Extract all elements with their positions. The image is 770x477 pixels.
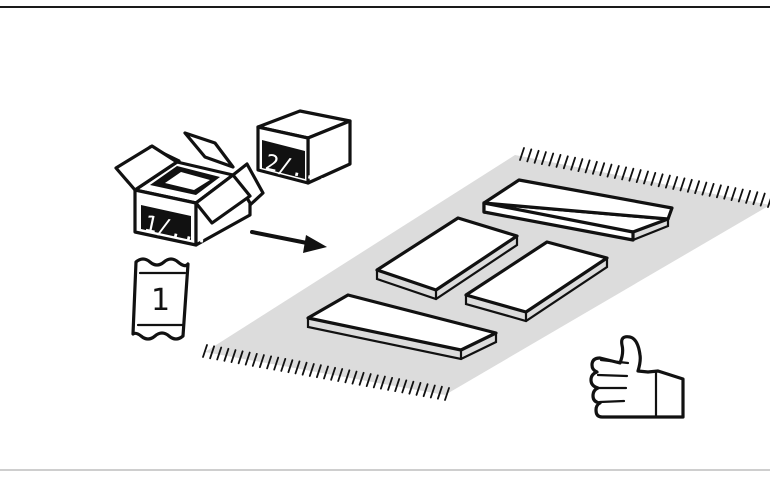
fringe-strand: [422, 383, 429, 398]
fringe-strand: [379, 375, 386, 390]
fringe-strand: [216, 346, 223, 361]
fringe-strand: [592, 160, 598, 175]
fringe-strand: [344, 369, 351, 384]
fringe-strand: [266, 355, 273, 370]
fringe-strand: [526, 148, 533, 163]
fringe-strand: [686, 178, 693, 193]
fringe-strand: [621, 166, 627, 181]
fringe-strand: [429, 384, 436, 399]
fringe-strand: [394, 378, 401, 393]
fringe-strand: [258, 354, 265, 369]
fringe-strand: [541, 151, 547, 166]
fringe-strand: [287, 359, 294, 374]
arrow-right-icon: [250, 230, 327, 253]
mat-fringe-bottom: [202, 344, 450, 401]
fringe-strand: [533, 149, 540, 164]
fringe-strand: [315, 364, 322, 379]
fringe-strand: [202, 344, 208, 358]
fringe-strand: [694, 180, 700, 195]
fringe-strand: [767, 198, 770, 208]
fringe-strand: [555, 153, 562, 168]
bag-label: 1: [151, 283, 170, 318]
fringe-strand: [737, 188, 744, 203]
fringe-strand: [635, 169, 642, 184]
fringe-strand: [337, 368, 344, 382]
fringe-strand: [308, 363, 315, 377]
fringe-strand: [665, 174, 671, 189]
fringe-strand: [280, 357, 287, 372]
fringe-strand: [570, 156, 576, 171]
fringe-strand: [584, 159, 591, 174]
panel-middle-right: [464, 240, 609, 323]
panel-top: [482, 178, 674, 242]
fringe-strand: [358, 371, 365, 386]
fringe-strand: [401, 379, 408, 394]
fringe-strand: [606, 163, 613, 178]
fringe-strand: [351, 370, 358, 385]
fringe-strand: [613, 165, 620, 179]
fringe-strand: [752, 191, 759, 206]
fringe-strand: [708, 182, 715, 197]
floor-mat: [202, 147, 770, 401]
fringe-strand: [519, 147, 525, 161]
fringe-strand: [209, 345, 216, 360]
fringe-strand: [323, 365, 329, 380]
fringe-strand: [599, 162, 606, 177]
fringe-strand: [562, 155, 569, 170]
fringe-strand: [657, 173, 664, 188]
fringe-strand: [273, 356, 280, 371]
fringe-strand: [716, 184, 722, 199]
panel-middle-left: [375, 216, 519, 301]
fringe-strand: [408, 380, 415, 395]
mat-fringe-top: [519, 147, 770, 208]
fringe-strand: [237, 350, 244, 365]
fringe-strand: [223, 347, 230, 362]
fringe-strand: [444, 387, 450, 401]
fringe-strand: [723, 185, 730, 200]
fringe-strand: [251, 352, 258, 367]
fringe-strand: [745, 189, 751, 204]
fringe-strand: [372, 374, 379, 389]
closed-box-icon: 2/...: [256, 109, 352, 189]
fringe-strand: [415, 381, 422, 396]
fringe-strand: [730, 187, 737, 202]
fringe-strand: [701, 181, 708, 196]
panel-bottom: [306, 293, 498, 361]
fringe-strand: [577, 158, 584, 173]
open-box-icon: 1/...: [114, 131, 265, 250]
fringe-strand: [436, 385, 443, 400]
fringe-strand: [628, 167, 635, 182]
hardware-bag-icon: 1: [131, 257, 190, 341]
fringe-strand: [330, 366, 337, 381]
fringe-strand: [759, 192, 766, 207]
fringe-strand: [301, 361, 308, 376]
fringe-strand: [548, 152, 555, 167]
fringe-strand: [244, 351, 251, 366]
mat-surface: [205, 155, 770, 395]
fringe-strand: [365, 373, 372, 388]
fringe-strand: [650, 171, 657, 186]
fringe-strand: [679, 177, 686, 192]
fringe-strand: [230, 349, 237, 364]
thumbs-up-icon: [589, 335, 685, 419]
fringe-strand: [643, 170, 649, 185]
fringe-strand: [294, 360, 301, 375]
fringe-strand: [387, 376, 394, 391]
fringe-strand: [672, 176, 679, 190]
